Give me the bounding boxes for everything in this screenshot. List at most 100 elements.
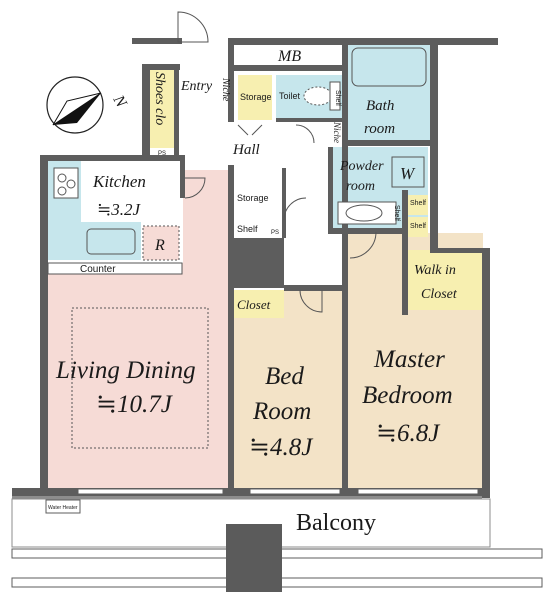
door-arc — [177, 11, 209, 43]
wall — [12, 496, 482, 499]
storage-top-floor — [238, 75, 272, 120]
label-shoes-clo: Shoes clo — [152, 72, 167, 125]
wall — [430, 248, 490, 253]
storage-mid-floor — [234, 168, 282, 220]
label-fridge: R — [154, 237, 165, 254]
door-arc — [349, 231, 377, 259]
wall — [402, 190, 408, 315]
water-heater-box — [45, 499, 81, 514]
wall — [482, 248, 490, 498]
label-walkin-2: Closet — [421, 287, 458, 302]
washbasin — [337, 201, 397, 225]
toilet-tank — [329, 81, 341, 111]
bed-room-floor — [233, 290, 343, 488]
balcony — [11, 498, 543, 592]
shelf-right-floor-1 — [408, 195, 428, 215]
closet-floor — [234, 290, 284, 318]
wall — [142, 64, 150, 160]
wall — [180, 160, 185, 198]
door-arc — [237, 124, 263, 136]
wall — [328, 147, 333, 232]
wall — [328, 228, 408, 234]
label-shelf-right-2: Shelf — [410, 223, 426, 230]
compass-needle-back — [52, 92, 102, 126]
label-niche-hall: Niche — [332, 121, 342, 143]
label-niche-entry: Niche — [220, 77, 231, 102]
label-master-1: Master — [373, 346, 445, 373]
shoes-closet-floor — [150, 70, 174, 148]
door-arc — [184, 177, 206, 199]
wall — [284, 285, 344, 291]
wall — [234, 65, 342, 71]
window — [77, 488, 224, 495]
fixtures — [47, 11, 427, 449]
label-storage-mid: Storage — [237, 193, 269, 203]
wall — [174, 64, 179, 160]
label-entry: Entry — [180, 79, 213, 94]
label-shelf-mid: Shelf — [237, 224, 258, 234]
label-closet: Closet — [237, 297, 271, 312]
washer-box — [391, 156, 425, 188]
labels: Entry Shoes clo Niche MB Storage Toilet … — [48, 48, 458, 536]
wall — [276, 118, 342, 122]
wall — [228, 38, 498, 45]
wall — [40, 155, 48, 500]
label-powder-1: Powder — [339, 159, 384, 174]
wall — [40, 155, 185, 161]
counter-strip — [47, 262, 183, 275]
label-bed-2: Room — [252, 398, 311, 425]
label-kitchen: Kitchen — [92, 172, 146, 191]
wall-column — [228, 165, 234, 495]
label-bed-1: Bed — [265, 363, 304, 390]
burner — [66, 179, 76, 189]
wall — [132, 38, 182, 44]
shelf-right-floor-2 — [408, 217, 428, 237]
wall — [342, 233, 348, 495]
label-powder-2: room — [346, 179, 375, 194]
label-bed-size: ≒4.8J — [249, 434, 314, 461]
burner — [57, 173, 67, 183]
label-ps-entry: PS — [158, 151, 166, 157]
windows — [77, 488, 479, 495]
label-counter: Counter — [80, 264, 116, 275]
label-living: Living Dining — [55, 357, 196, 384]
basin-bowl — [345, 204, 383, 222]
label-walkin-1: Walk in — [414, 263, 456, 278]
rug — [71, 307, 209, 449]
door-arc — [295, 124, 315, 144]
walk-in-closet-floor — [408, 250, 482, 310]
label-bath-2: room — [364, 121, 395, 137]
wall — [342, 38, 348, 233]
bathtub — [351, 47, 427, 87]
label-ps-storage: PS — [271, 230, 279, 236]
label-bath-1: Bath — [366, 98, 394, 114]
label-toilet: Toilet — [279, 91, 301, 101]
label-washer: W — [400, 164, 416, 183]
label-shelf-powder: Shelf — [393, 205, 400, 221]
burner — [57, 186, 67, 196]
label-water-heater: Water Heater — [48, 505, 78, 511]
label-shelf-right-1: Shelf — [410, 200, 426, 207]
window — [249, 488, 341, 495]
label-living-size: ≒10.7J — [96, 391, 174, 418]
kitchen-sink — [86, 228, 136, 255]
compass-north-icon: N — [46, 76, 130, 134]
wall — [142, 64, 180, 70]
wall — [282, 168, 286, 238]
wall — [430, 38, 438, 253]
label-storage-top: Storage — [240, 92, 272, 102]
label-balcony: Balcony — [296, 510, 376, 536]
label-mb: MB — [277, 48, 301, 65]
window — [357, 488, 479, 495]
fridge-box — [142, 225, 180, 261]
toilet-bowl — [303, 86, 333, 106]
label-shelf-toilet: Shelf — [334, 90, 341, 106]
wall — [228, 38, 234, 122]
balcony-partition — [226, 524, 282, 592]
label-master-size: ≒6.8J — [376, 420, 441, 447]
door-arc — [299, 289, 323, 313]
compass-label: N — [109, 92, 130, 112]
wall-column — [228, 238, 284, 288]
wall — [347, 140, 432, 146]
